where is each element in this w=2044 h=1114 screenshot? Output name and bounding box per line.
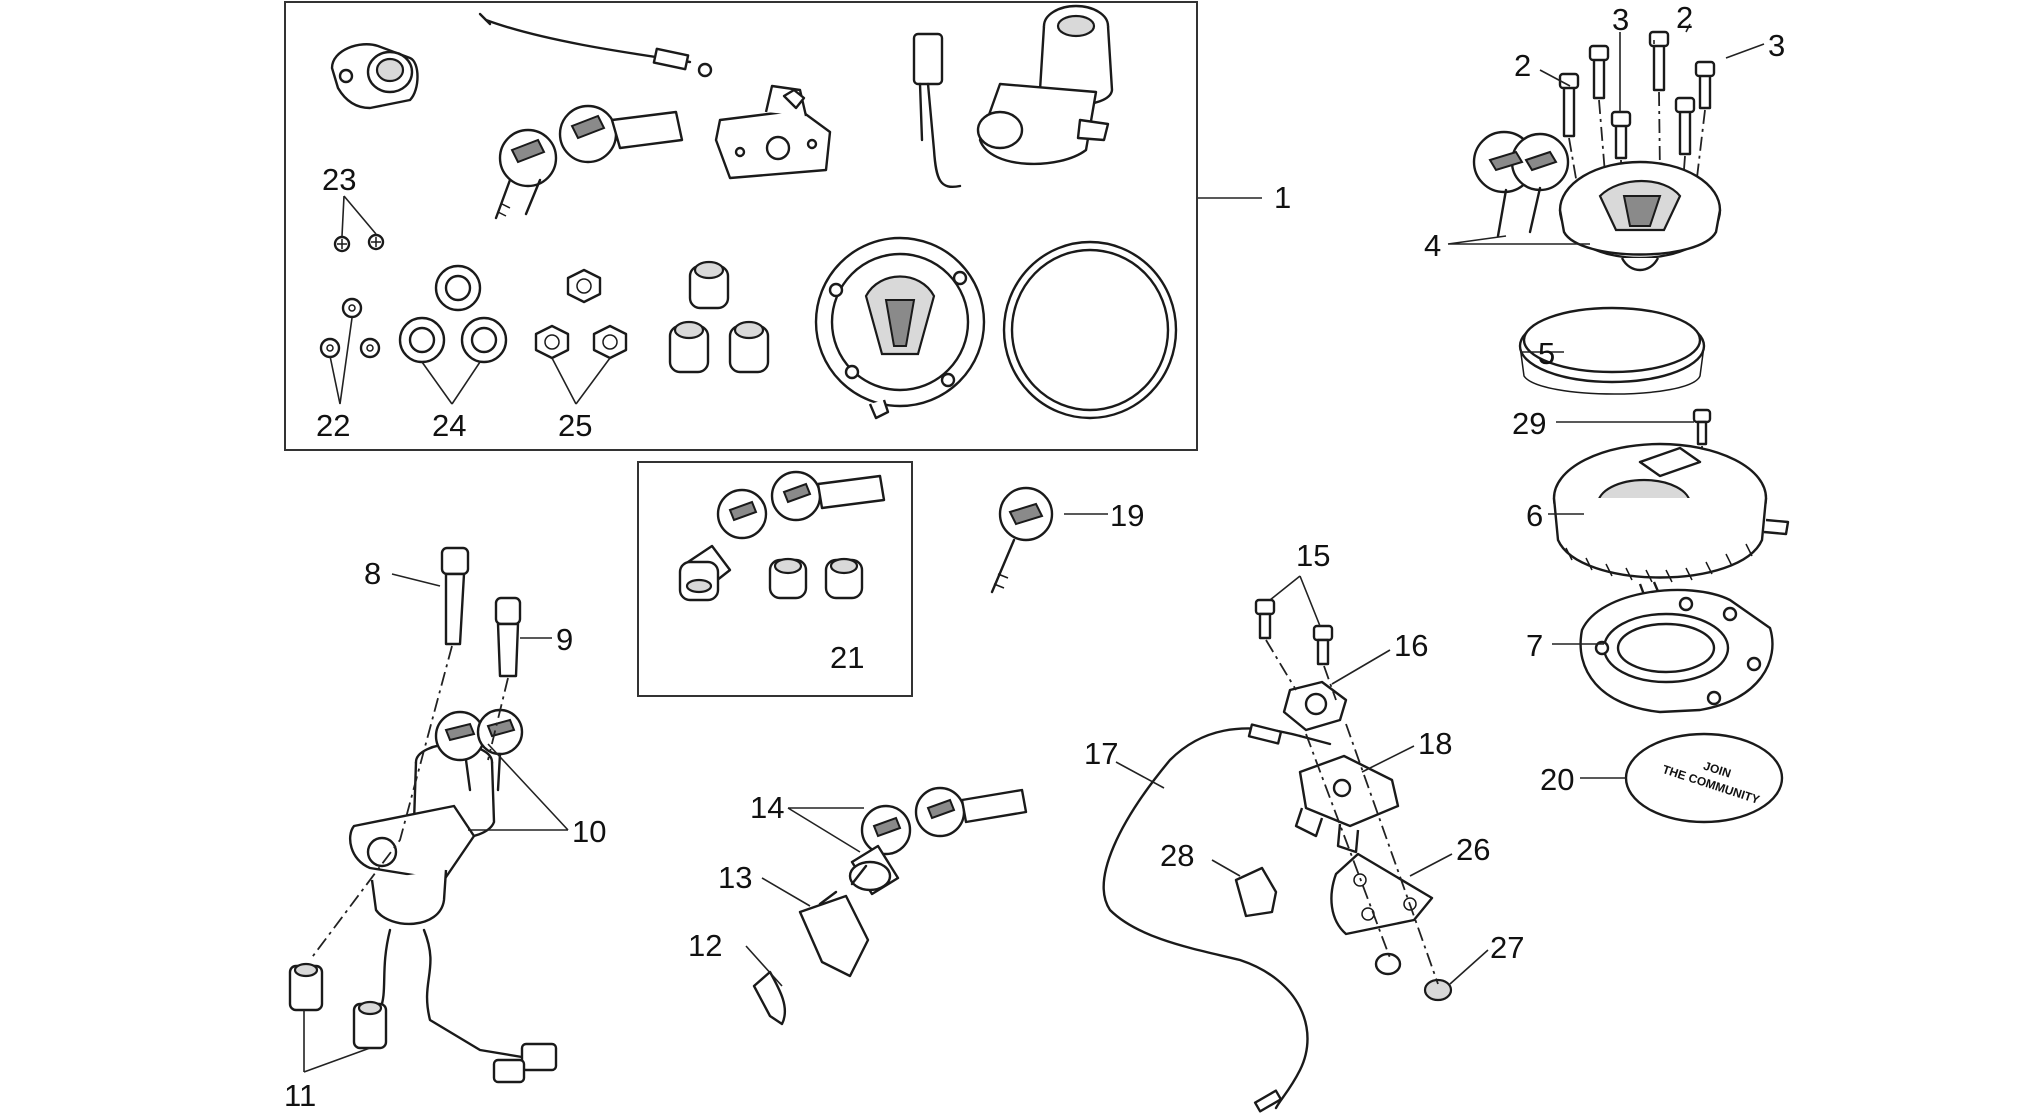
callout-3-left: 3 (1612, 2, 1629, 37)
seat-lock-group-part (752, 786, 1028, 1026)
screw-29-part (1692, 408, 1712, 446)
callout-2-left: 2 (1514, 48, 1531, 83)
callout-12: 12 (688, 928, 722, 963)
callout-11: 11 (284, 1078, 316, 1113)
key-kit-box-outline (637, 461, 913, 697)
key-pair-part (494, 104, 684, 220)
callout-10: 10 (572, 814, 606, 849)
callout-17: 17 (1084, 736, 1118, 771)
callout-9: 9 (556, 622, 573, 657)
leader-lines (303, 23, 1765, 1073)
lower-latch-drop-lines (1265, 639, 1439, 985)
callout-7: 7 (1526, 628, 1543, 663)
callout-numbers: 1 2 3 2 3 4 5 29 6 7 20 19 21 8 9 10 11 … (284, 0, 1785, 1113)
callout-1: 1 (1274, 180, 1291, 215)
screws-23-part (333, 233, 385, 253)
lock-barrels-part (668, 260, 770, 374)
cap-screws-part (1558, 30, 1716, 160)
cable-part (478, 12, 713, 78)
callout-29: 29 (1512, 406, 1546, 441)
base-ring-part (1552, 442, 1790, 602)
steering-lock-part (288, 546, 558, 1084)
washers-24-part (398, 264, 508, 364)
community-sticker-part: JOIN THE COMMUNITY (1624, 732, 1784, 824)
callout-26: 26 (1456, 832, 1490, 867)
callout-6: 6 (1526, 498, 1543, 533)
steering-lock-drop-line (309, 645, 509, 961)
cap-assembly-part (1472, 130, 1722, 272)
gasket-ring-part (1002, 240, 1178, 420)
fuel-cap-part (814, 236, 986, 420)
callout-25: 25 (558, 408, 592, 443)
nuts-25-part (534, 268, 628, 360)
lower-latch-group-part (1102, 598, 1453, 1113)
callout-5: 5 (1538, 336, 1555, 371)
callout-18: 18 (1418, 726, 1452, 761)
seat-lock-part (330, 43, 419, 110)
callout-13: 13 (718, 860, 752, 895)
ignition-switch-part (912, 4, 1114, 189)
callout-27: 27 (1490, 930, 1524, 965)
kit-box-outline (284, 1, 1198, 451)
callout-19: 19 (1110, 498, 1144, 533)
washers-22-part (319, 297, 381, 359)
latch-bracket-part (714, 84, 832, 180)
callout-15: 15 (1296, 538, 1330, 573)
callout-20: 20 (1540, 762, 1574, 797)
seal-ring-part (1518, 306, 1706, 395)
callout-14: 14 (750, 790, 784, 825)
mounting-plate-part (1579, 588, 1774, 714)
callout-24: 24 (432, 408, 466, 443)
callout-2-right: 2 (1676, 0, 1693, 35)
spare-key-part (990, 486, 1054, 594)
callout-22: 22 (316, 408, 350, 443)
callout-16: 16 (1394, 628, 1428, 663)
callout-23: 23 (322, 162, 356, 197)
callout-3-right: 3 (1768, 28, 1785, 63)
callout-4: 4 (1424, 228, 1441, 263)
key-kit-part (678, 470, 886, 602)
callout-21: 21 (830, 640, 864, 675)
callout-28: 28 (1160, 838, 1194, 873)
callout-8: 8 (364, 556, 381, 591)
